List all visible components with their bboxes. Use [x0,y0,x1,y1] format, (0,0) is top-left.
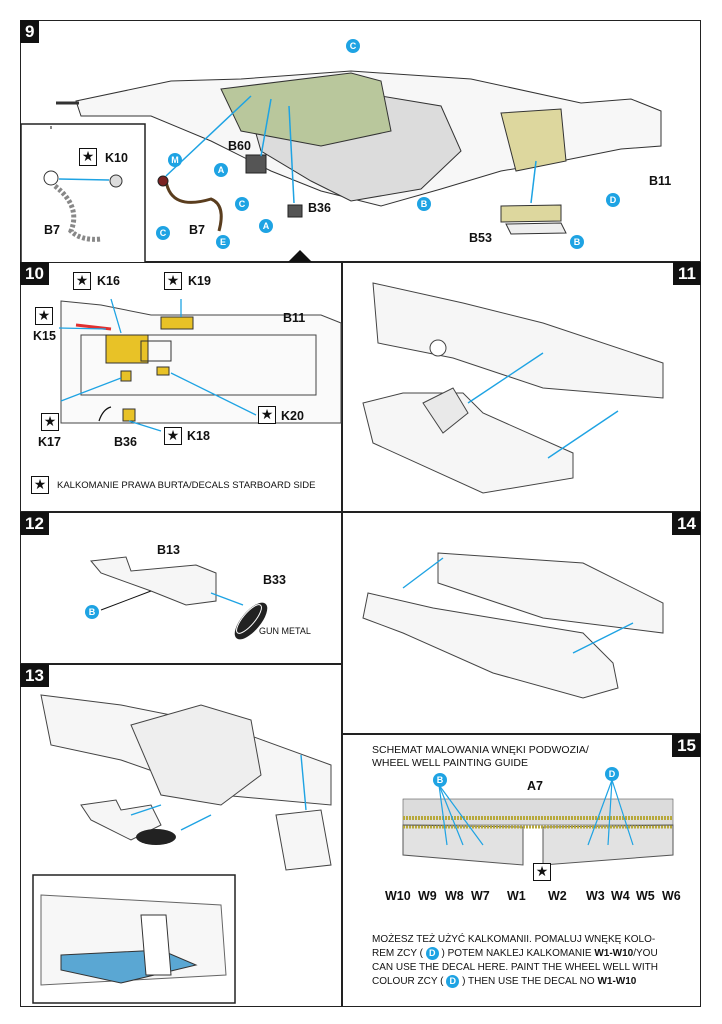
decal-label: W7 [471,889,490,903]
paint-marker: A [214,163,228,177]
decal-star-icon: ★ [164,272,182,290]
step-number: 11 [673,262,701,285]
part-label: K19 [188,274,211,288]
note-text: ) POTEM NAKLEJ KALKOMANIE [441,948,595,960]
paint-marker: D [425,947,439,960]
decal-label: W8 [445,889,464,903]
note-text: W1-W10 [597,976,637,988]
part-label: B13 [157,543,180,557]
note-text: REM ZCY ( [372,948,423,960]
guide-title: WHEEL WELL PAINTING GUIDE [372,757,528,769]
step-number: 9 [20,20,40,43]
finish-label: GUN METAL [259,626,311,636]
part-label: K20 [281,409,304,423]
step-13-panel: 13 [20,664,342,1007]
wheel-well-drawing [402,779,674,866]
cockpit-fuselage-drawing [32,694,332,1004]
paint-marker: C [346,39,360,53]
part-label: K10 [105,151,128,165]
note-text: COLOUR ZCY ( [372,976,444,988]
part-label: K16 [97,274,120,288]
step-number: 14 [672,512,701,535]
fuselage-join-drawing [362,552,664,699]
decal-star-icon: ★ [533,863,551,881]
intake-drawing [90,556,268,640]
decal-star-icon: ★ [79,148,97,166]
decal-star-icon: ★ [31,476,49,494]
paint-marker: D [446,975,460,989]
paint-marker: E [216,235,230,249]
note-text: ) THEN USE THE DECAL NO [462,976,598,988]
note-line: REM ZCY ( D ) POTEM NAKLEJ KALKOMANIE W1… [372,947,658,961]
cockpit-assembly-drawing [362,282,664,494]
part-label: B60 [228,139,251,153]
note-line: MOŻESZ TEŻ UŻYĆ KALKOMANII. POMALUJ WNĘK… [372,934,656,945]
cockpit-side-drawing [58,298,342,432]
note-line: COLOUR ZCY ( D ) THEN USE THE DECAL NO W… [372,975,658,989]
paint-marker: D [605,767,619,781]
step-12-panel: 12 B13 B33 B GUN METAL [20,512,342,664]
part-label: B7 [44,223,60,237]
part-label: B36 [308,201,331,215]
paint-marker: M [168,153,182,167]
decal-star-icon: ★ [258,406,276,424]
step-number: 13 [20,664,49,687]
paint-marker: C [156,226,170,240]
part-label: K17 [38,435,61,449]
part-label: B11 [649,174,672,188]
part-label: B33 [263,573,286,587]
part-label: K18 [187,429,210,443]
part-label: B36 [114,435,137,449]
decal-label: W5 [636,889,655,903]
decal-label: W1 [507,889,526,903]
part-label: B53 [469,231,492,245]
part-label: B11 [283,311,306,325]
decal-label: W2 [548,889,567,903]
note-text: /YOU [633,948,658,960]
decal-label: W9 [418,889,437,903]
part-label: A7 [527,779,543,793]
note-text: W1-W10 [594,948,634,960]
step-number: 12 [20,512,49,535]
step-9-panel: 9 ★ K10 B7 B60 B36 B7 B11 B53 C M A C A … [20,20,701,264]
step-10-panel: 10 ★ K16 ★ K19 ★ K15 B11 ★ K17 B36 ★ K18… [20,262,342,512]
step-number: 10 [20,262,49,285]
fuselage-drawing [20,70,662,264]
decal-star-icon: ★ [35,307,53,325]
paint-marker: B [417,197,431,211]
part-label: B7 [189,223,205,237]
step-14-panel: 14 [342,512,701,734]
paint-marker: B [570,235,584,249]
decal-label: W10 [385,889,411,903]
guide-title: SCHEMAT MALOWANIA WNĘKI PODWOZIA/ [372,744,589,756]
paint-marker: C [235,197,249,211]
decal-label: W4 [611,889,630,903]
decal-star-icon: ★ [73,272,91,290]
step-11-panel: 11 [342,262,701,512]
step-number: 15 [672,734,701,757]
decal-label: W6 [662,889,681,903]
paint-marker: B [85,605,99,619]
paint-marker: B [433,773,447,787]
paint-marker: D [606,193,620,207]
decal-star-icon: ★ [164,427,182,445]
note-line: CAN USE THE DECAL HERE. PAINT THE WHEEL … [372,962,658,974]
decal-star-icon: ★ [41,413,59,431]
decal-label: W3 [586,889,605,903]
step-15-panel: 15 SCHEMAT MALOWANIA WNĘKI PODWOZIA/ WHE… [342,734,701,1007]
part-label: K15 [33,329,56,343]
decal-note: MOŻESZ TEŻ UŻYĆ KALKOMANII. POMALUJ WNĘK… [372,933,658,989]
decal-legend: KALKOMANIE PRAWA BURTA/DECALS STARBOARD … [57,480,316,491]
paint-marker: A [259,219,273,233]
